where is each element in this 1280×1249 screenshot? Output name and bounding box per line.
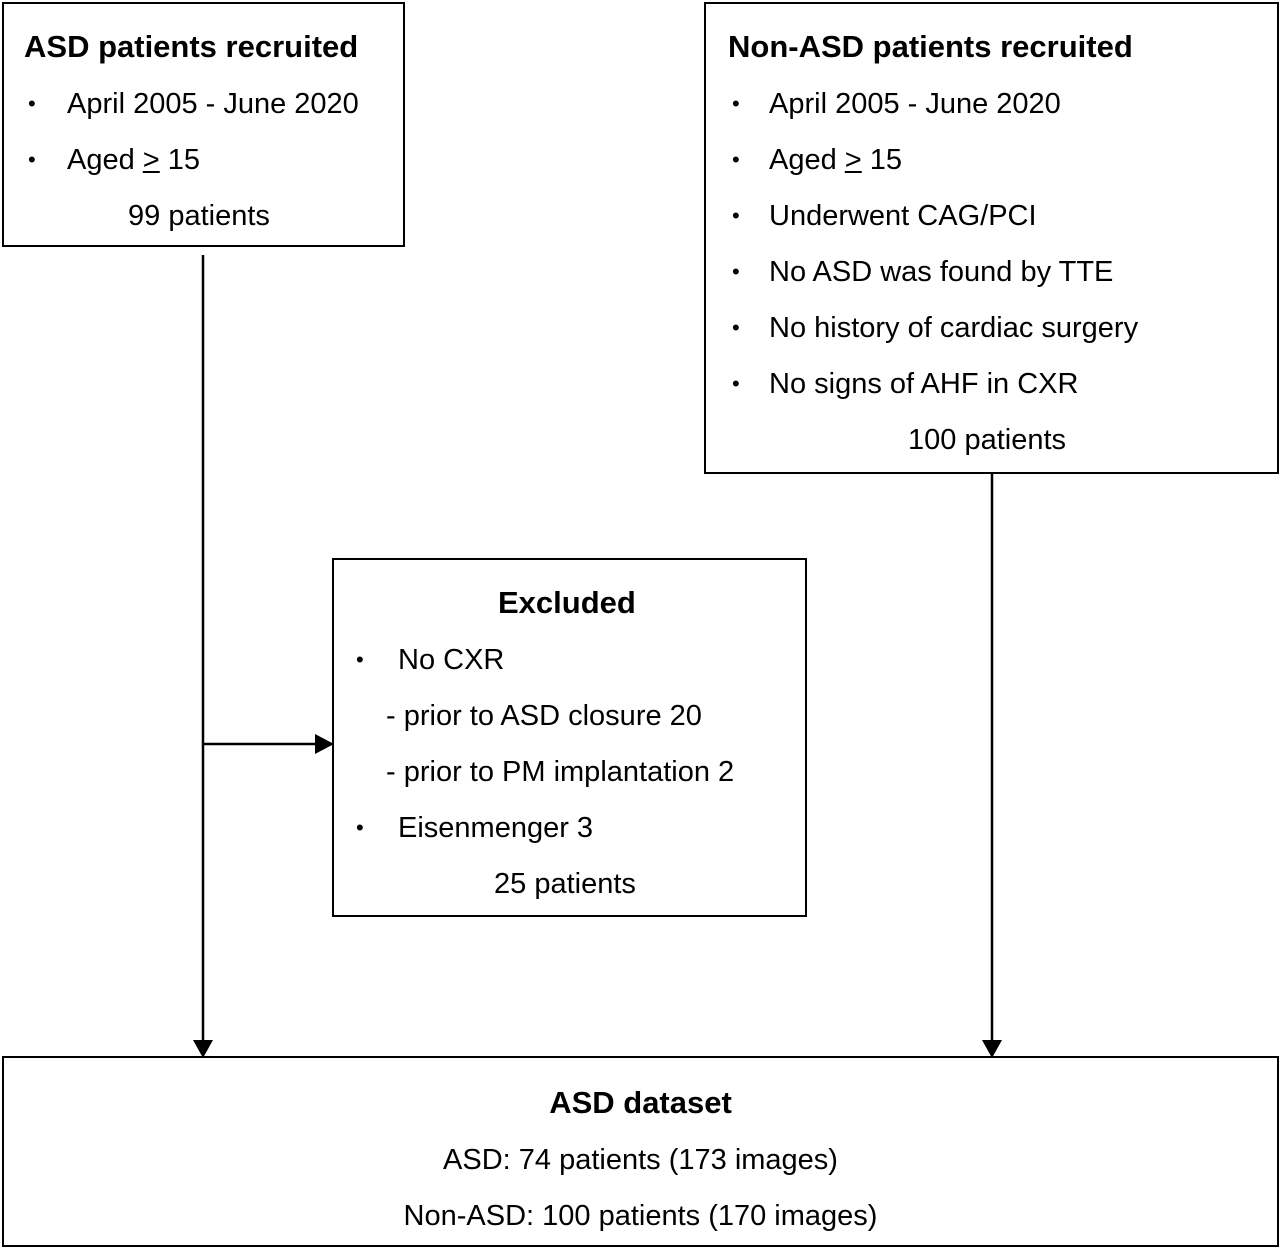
bullet-icon: •: [732, 147, 740, 172]
non-asd-item-date-range: April 2005 - June 2020: [769, 88, 1061, 120]
excluded-title: Excluded: [498, 585, 636, 620]
excluded-box: Excluded • No CXR - prior to ASD closure…: [332, 558, 807, 917]
bullet-icon: •: [732, 203, 740, 228]
arrow-asd-to-dataset-head: [193, 1040, 213, 1058]
non-asd-item-cag-pci: Underwent CAG/PCI: [769, 200, 1037, 232]
excluded-item-no-cxr: No CXR: [398, 644, 505, 676]
excluded-patient-count: 25 patients: [494, 868, 636, 900]
bullet-icon: •: [732, 91, 740, 116]
asd-recruited-box: ASD patients recruited • April 2005 - Ju…: [2, 2, 405, 247]
non-asd-recruited-box: Non-ASD patients recruited • April 2005 …: [704, 2, 1279, 474]
non-asd-item-tte: No ASD was found by TTE: [769, 256, 1114, 288]
non-asd-item-ahf: No signs of AHF in CXR: [769, 368, 1079, 400]
non-asd-patient-count: 100 patients: [908, 424, 1067, 456]
asd-recruited-title: ASD patients recruited: [24, 29, 359, 64]
asd-dataset-box: ASD dataset ASD: 74 patients (173 images…: [2, 1056, 1279, 1247]
bullet-icon: •: [28, 91, 36, 116]
bullet-icon: •: [732, 259, 740, 284]
excluded-sub-asd-closure: - prior to ASD closure 20: [386, 700, 702, 732]
asd-dataset-asd-line: ASD: 74 patients (173 images): [443, 1144, 838, 1176]
asd-dataset-title: ASD dataset: [549, 1085, 732, 1120]
non-asd-recruited-title: Non-ASD patients recruited: [728, 29, 1133, 64]
arrow-non-asd-to-dataset-head: [982, 1040, 1002, 1058]
bullet-icon: •: [732, 315, 740, 340]
asd-dataset-non-asd-line: Non-ASD: 100 patients (170 images): [403, 1200, 878, 1232]
bullet-icon: •: [732, 371, 740, 396]
excluded-item-eisenmenger: Eisenmenger 3: [398, 812, 594, 844]
bullet-icon: •: [28, 147, 36, 172]
non-asd-item-cardiac-surgery: No history of cardiac surgery: [769, 312, 1139, 344]
asd-item-age: Aged > 15: [67, 144, 201, 176]
asd-patient-count: 99 patients: [128, 200, 270, 232]
non-asd-item-age: Aged > 15: [769, 144, 903, 176]
bullet-icon: •: [356, 815, 364, 840]
bullet-icon: •: [356, 647, 364, 672]
excluded-sub-pm-implantation: - prior to PM implantation 2: [386, 756, 735, 788]
arrow-to-excluded-head: [315, 734, 334, 754]
asd-item-date-range: April 2005 - June 2020: [67, 88, 359, 120]
